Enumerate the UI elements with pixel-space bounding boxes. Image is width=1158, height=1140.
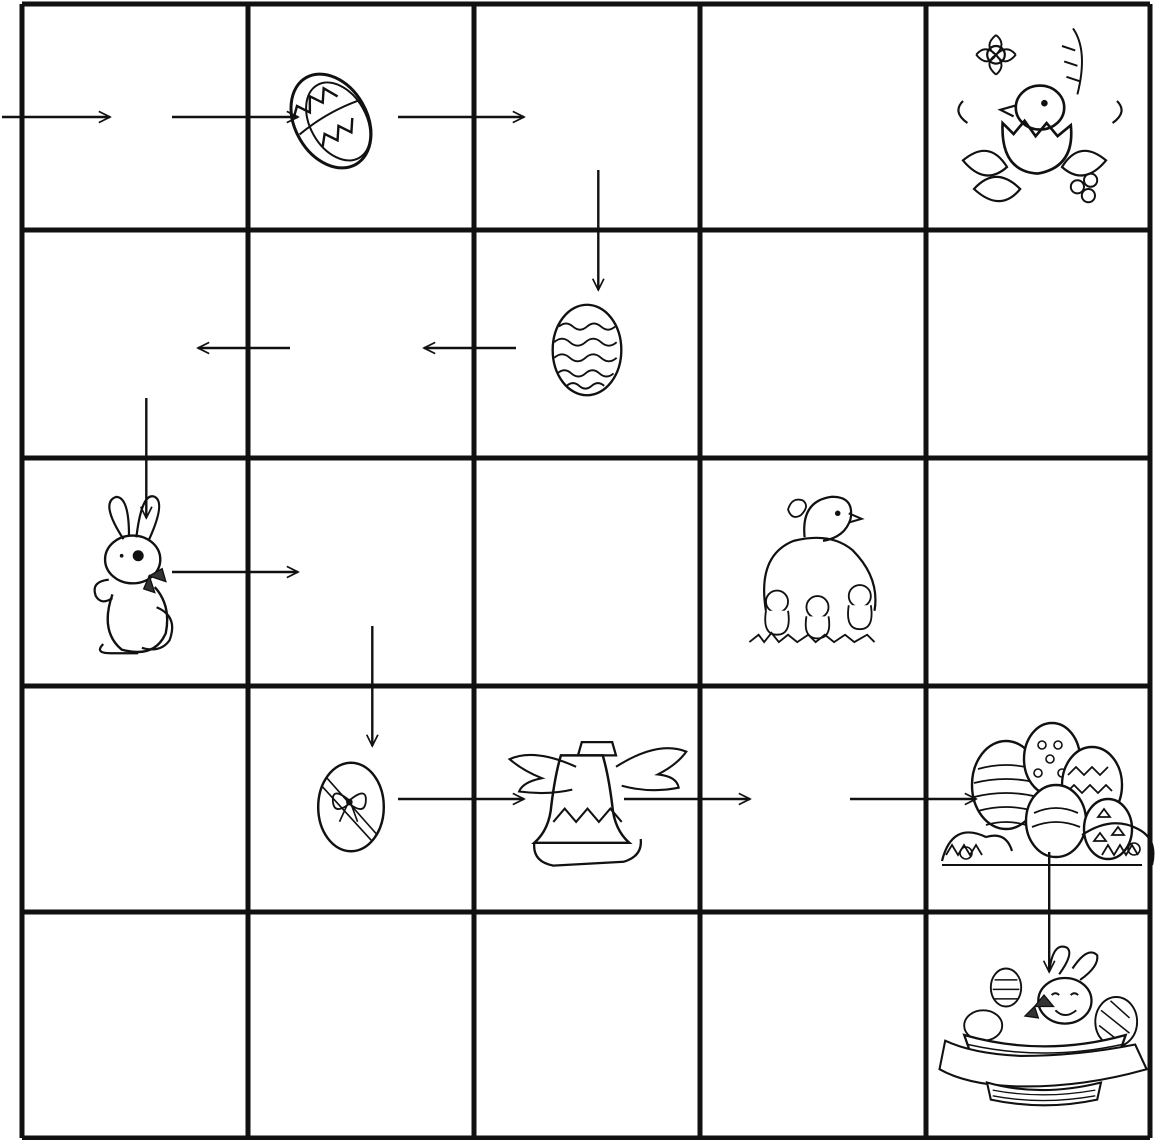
- hen-chicks-icon: [749, 497, 875, 642]
- egg-pile-icon: [942, 723, 1153, 865]
- winged-bell-icon: [510, 742, 687, 866]
- arrows-layer: [2, 117, 1049, 972]
- pictures-layer: [95, 28, 1154, 1105]
- bunny-basket-icon: [940, 947, 1147, 1106]
- zigzag-egg-icon: [275, 60, 387, 183]
- bow-egg-icon: [318, 763, 384, 852]
- bunny-icon: [95, 496, 173, 653]
- wavy-egg-icon: [553, 305, 622, 395]
- chick-hatching-flowers-icon: [958, 28, 1121, 202]
